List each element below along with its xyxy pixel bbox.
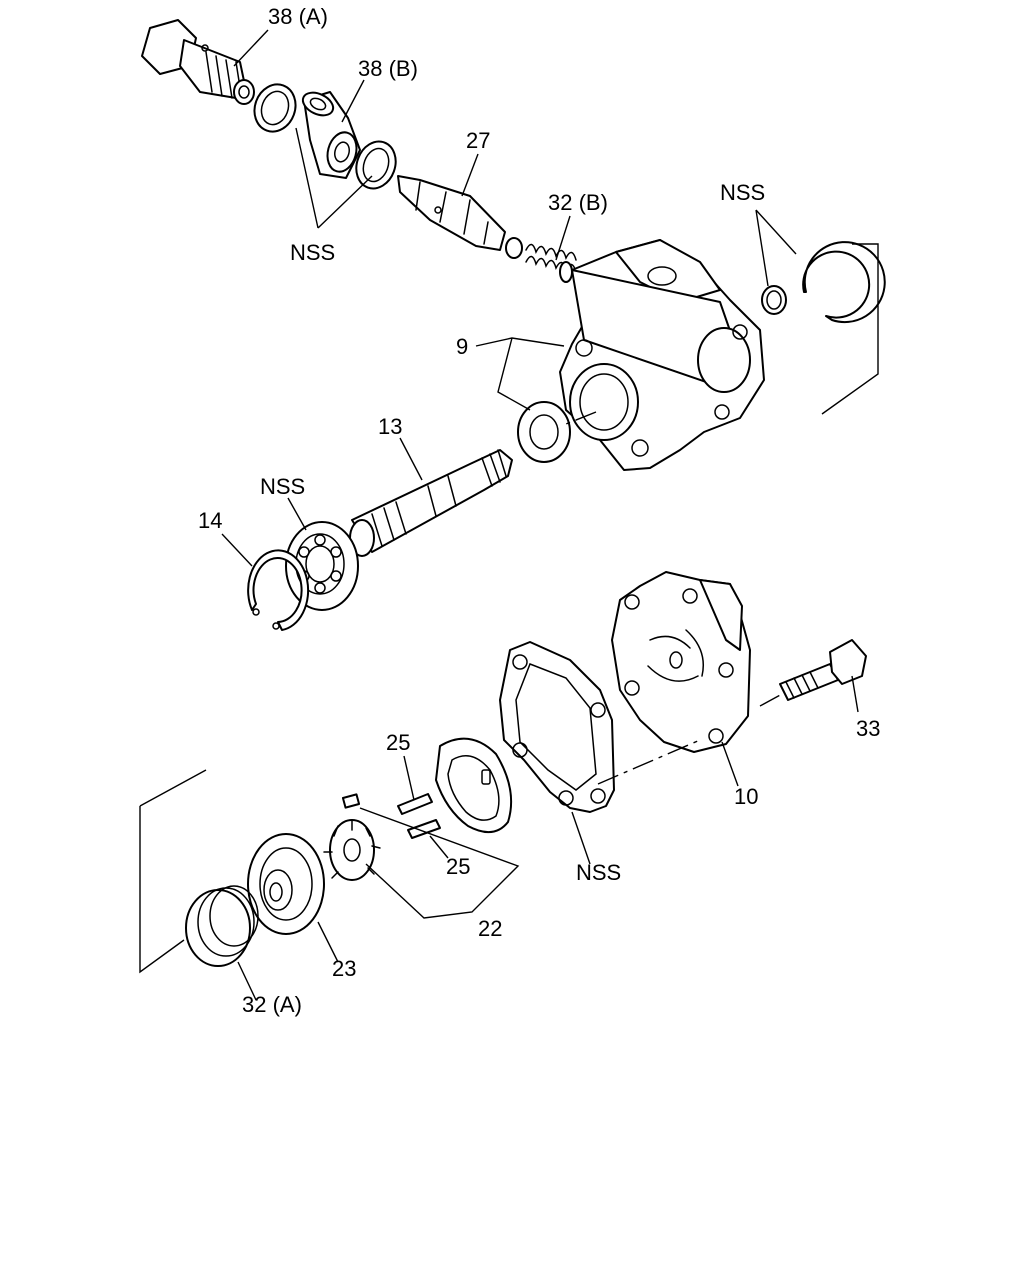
part-9-oil-seal [517, 401, 571, 463]
part-25-pin-lower [407, 819, 441, 839]
label-10: 10 [734, 784, 758, 809]
label-13: 13 [378, 414, 402, 439]
label-nss-seals: NSS [290, 240, 335, 265]
part-38a-valve-fitting [141, 19, 255, 105]
leader-lines [221, 29, 859, 1001]
assembly-brackets [139, 243, 879, 974]
part-nss-snap-ring-right [761, 241, 886, 324]
part-9-pump-body [559, 239, 765, 471]
part-25-pin-upper [397, 793, 433, 815]
label-27: 27 [466, 128, 490, 153]
label-nss-bearing: NSS [260, 474, 305, 499]
part-32a-spring [185, 885, 259, 967]
part-38b-banjo-fitting [301, 91, 361, 179]
part-13-shaft [349, 449, 513, 557]
label-32b: 32 (B) [548, 190, 608, 215]
label-22: 22 [478, 916, 502, 941]
part-22-cam-ring [435, 737, 513, 833]
part-labels: 38 (A) 38 (B) NSS 27 32 (B) NSS 9 13 NSS… [198, 4, 880, 1017]
label-9: 9 [456, 334, 468, 359]
part-32b-spring [525, 243, 577, 283]
label-23: 23 [332, 956, 356, 981]
label-32a: 32 (A) [242, 992, 302, 1017]
label-25-upper: 25 [386, 730, 410, 755]
part-10-cover-plate [611, 571, 751, 753]
label-nss-ring: NSS [720, 180, 765, 205]
part-nss-seal-lower [355, 140, 397, 190]
part-23-side-plate [247, 833, 325, 935]
part-nss-gasket [499, 641, 615, 813]
part-nss-seal-upper [253, 83, 297, 133]
part-33-bolt [779, 639, 867, 701]
label-38b: 38 (B) [358, 56, 418, 81]
part-14-snap-ring [247, 549, 310, 631]
label-14: 14 [198, 508, 222, 533]
label-33: 33 [856, 716, 880, 741]
label-nss-gasket: NSS [576, 860, 621, 885]
label-25-lower: 25 [446, 854, 470, 879]
label-38a: 38 (A) [268, 4, 328, 29]
part-22-rotor [323, 793, 381, 881]
part-27-spool-valve [397, 175, 523, 259]
